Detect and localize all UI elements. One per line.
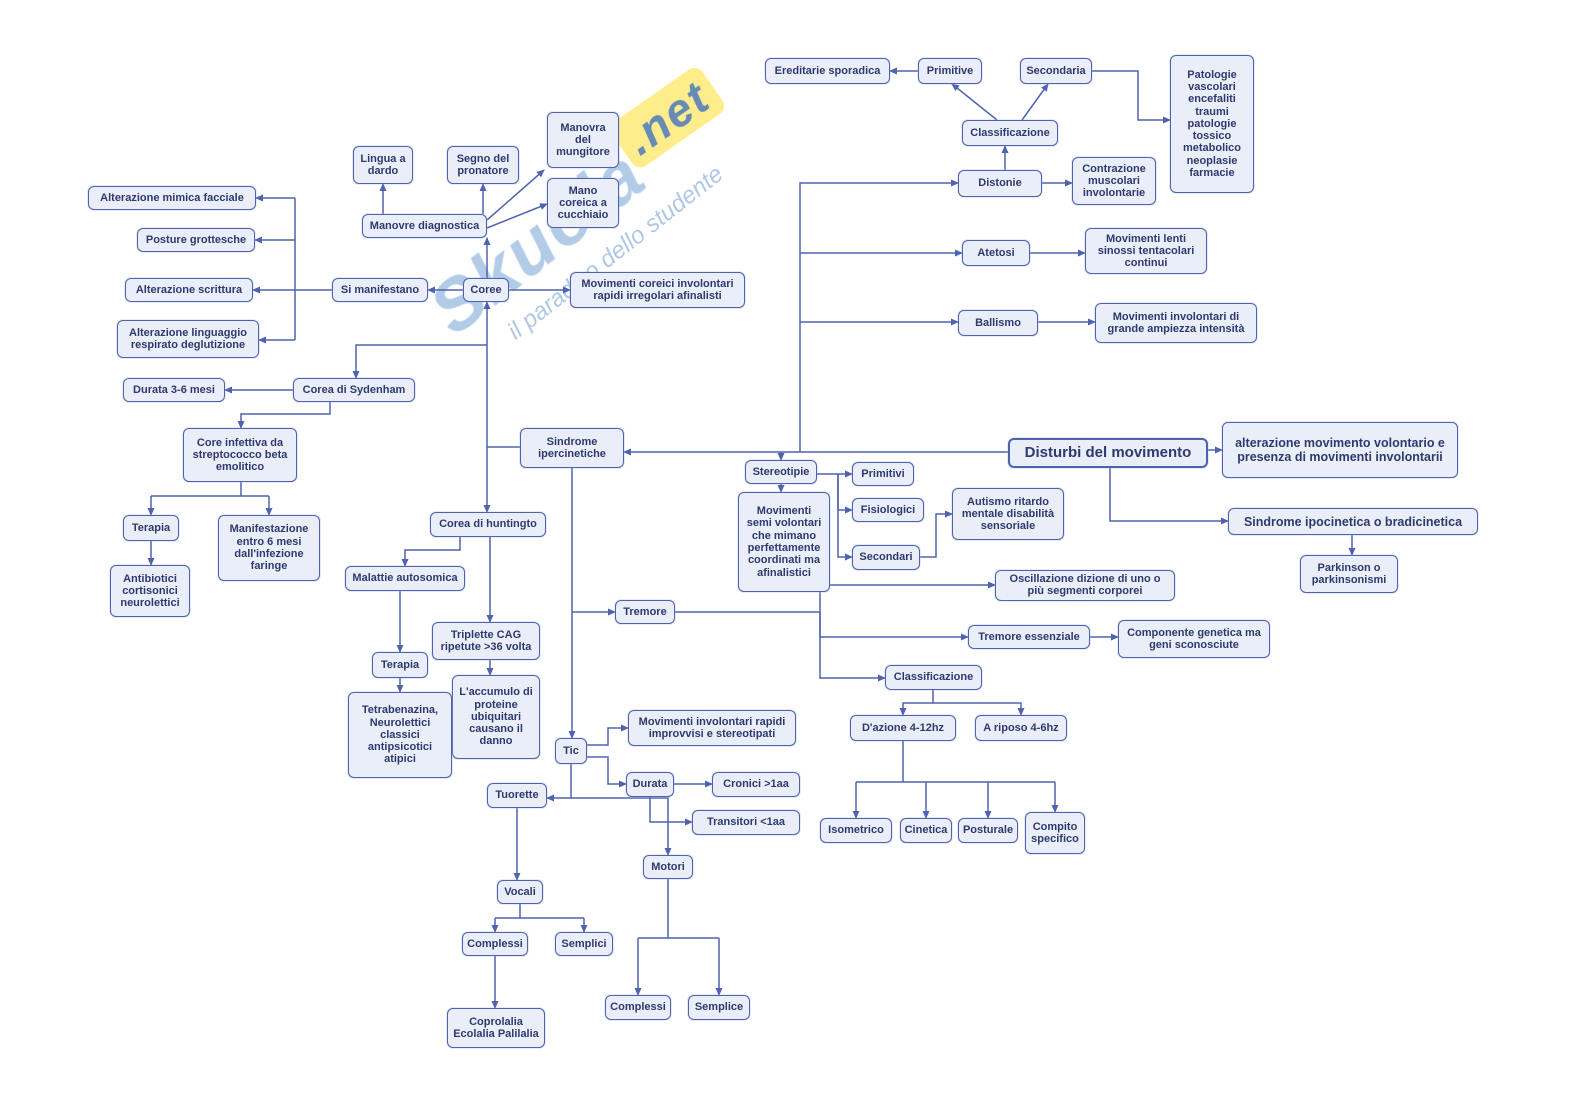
node-movimenti-grande-ampiezza[interactable]: Movimenti involontari di grande ampiezza… [1095, 303, 1257, 343]
node-disturbi-del-movimento[interactable]: Disturbi del movimento [1008, 438, 1208, 468]
node-coree[interactable]: Coree [463, 278, 509, 302]
node-vocali[interactable]: Vocali [497, 880, 543, 904]
node-stereotipie[interactable]: Stereotipie [745, 460, 817, 484]
node-autismo[interactable]: Autismo ritardo mentale disabilità senso… [952, 488, 1064, 540]
node-terapia-huntingto[interactable]: Terapia [372, 652, 428, 678]
edge-connector [1109, 468, 1229, 525]
node-antibiotici[interactable]: Antibiotici cortisonici neurolettici [110, 565, 190, 617]
node-secondari[interactable]: Secondari [852, 545, 920, 570]
edge-connector [486, 203, 548, 229]
node-componente-genetica[interactable]: Componente genetica ma geni sconosciute [1118, 620, 1270, 658]
edge-connector [571, 797, 672, 856]
node-ereditarie-sporadica[interactable]: Ereditarie sporadica [765, 58, 890, 84]
edge-connector [237, 402, 331, 429]
node-compito-specifico[interactable]: Compito specifico [1025, 812, 1085, 854]
node-a-riposo[interactable]: A riposo 4-6hz [975, 715, 1067, 741]
edge-connector [486, 169, 545, 221]
node-isometrico[interactable]: Isometrico [820, 818, 892, 843]
edge-connector [951, 83, 998, 121]
node-semplice-motori[interactable]: Semplice [688, 995, 750, 1020]
edge-connector [649, 797, 693, 826]
edge-connector [819, 612, 886, 682]
node-posture-grottesche[interactable]: Posture grottesche [137, 228, 255, 252]
edge-connector [352, 344, 487, 379]
edge-connector [920, 510, 953, 558]
node-coprolalia[interactable]: Coprolalia Ecolalia Palilalia [447, 1008, 545, 1048]
node-alterazione-movimento[interactable]: alterazione movimento volontario e prese… [1222, 422, 1458, 478]
edge-connector [799, 179, 959, 452]
node-movimenti-semi-volontari[interactable]: Movimenti semi volontari che mimano perf… [738, 492, 830, 592]
node-movimenti-lenti[interactable]: Movimenti lenti sinossi tentacolari cont… [1085, 228, 1207, 274]
node-corea-sydenham[interactable]: Corea di Sydenham [293, 378, 415, 402]
node-motori[interactable]: Motori [643, 855, 693, 879]
node-manovra-mungitore[interactable]: Manovra del mungitore [547, 112, 619, 168]
node-oscillazione[interactable]: Oscillazione dizione di uno o più segmen… [995, 570, 1175, 601]
node-classificazione-distonie[interactable]: Classificazione [962, 120, 1058, 146]
node-parkinson[interactable]: Parkinson o parkinsonismi [1300, 555, 1398, 593]
node-terapia-sydenham[interactable]: Terapia [123, 515, 179, 541]
edge-connector [1021, 83, 1049, 121]
node-tremore[interactable]: Tremore [615, 600, 675, 624]
node-corea-huntingto[interactable]: Corea di huntingto [430, 512, 546, 537]
node-cronici[interactable]: Cronici >1aa [712, 772, 800, 797]
node-tremore-essenziale[interactable]: Tremore essenziale [968, 625, 1090, 649]
node-triplette-cag[interactable]: Triplette CAG ripetute >36 volta [432, 622, 540, 660]
node-malattie-autosomica[interactable]: Malattie autosomica [345, 566, 465, 591]
node-core-infettiva[interactable]: Core infettiva da streptococco beta emol… [183, 428, 297, 482]
edge-connector [401, 537, 461, 567]
edge-connector [933, 702, 1025, 716]
node-mano-coreica[interactable]: Mano coreica a cucchiaio [547, 178, 619, 228]
edge-connector [899, 690, 934, 716]
node-tic[interactable]: Tic [555, 738, 587, 764]
node-atetosi[interactable]: Atetosi [962, 240, 1030, 266]
edge-connector [1092, 70, 1171, 124]
node-alterazione-scrittura[interactable]: Alterazione scrittura [125, 278, 253, 302]
node-patologie[interactable]: Patologie vascolari encefaliti traumi pa… [1170, 55, 1254, 193]
node-cinetica[interactable]: Cinetica [900, 818, 952, 843]
edge-connector [837, 474, 853, 561]
node-complessi-motori[interactable]: Complessi [605, 995, 671, 1020]
node-contrazione-muscolari[interactable]: Contrazione muscolari involontarie [1072, 157, 1156, 205]
node-movimenti-coreici[interactable]: Movimenti coreici involontari rapidi irr… [570, 272, 745, 308]
node-sindrome-ipercinetiche[interactable]: Sindrome ipercinetiche [520, 428, 624, 468]
node-lingua-a-dardo[interactable]: Lingua a dardo [353, 146, 413, 184]
edge-connector [587, 724, 629, 746]
node-primitive[interactable]: Primitive [918, 58, 982, 84]
node-alterazione-linguaggio[interactable]: Alterazione linguaggio respirato degluti… [117, 320, 259, 358]
node-dazione[interactable]: D'azione 4-12hz [850, 715, 956, 741]
node-fisiologici[interactable]: Fisiologici [852, 498, 924, 522]
node-manifestazione[interactable]: Manifestazione entro 6 mesi dall'infezio… [218, 515, 320, 581]
node-distonie[interactable]: Distonie [958, 170, 1042, 197]
node-posturale[interactable]: Posturale [958, 818, 1018, 843]
node-alterazione-mimica[interactable]: Alterazione mimica facciale [88, 186, 256, 210]
node-manovre-diagnostica[interactable]: Manovre diagnostica [362, 214, 487, 238]
node-secondaria[interactable]: Secondaria [1020, 58, 1092, 84]
node-durata-3-6-mesi[interactable]: Durata 3-6 mesi [123, 378, 225, 402]
node-movimenti-rapidi[interactable]: Movimenti involontari rapidi improvvisi … [628, 710, 796, 746]
node-durata-tic[interactable]: Durata [626, 772, 674, 797]
node-ballismo[interactable]: Ballismo [958, 310, 1038, 336]
node-transitori[interactable]: Transitori <1aa [692, 810, 800, 835]
node-complessi-vocali[interactable]: Complessi [462, 932, 528, 956]
node-tuorette[interactable]: Tuorette [487, 783, 547, 808]
edge-connector [587, 756, 627, 788]
node-primitivi[interactable]: Primitivi [852, 462, 914, 486]
node-classificazione-tremore[interactable]: Classificazione [885, 665, 982, 690]
node-si-manifestano[interactable]: Si manifestano [332, 278, 428, 302]
node-sindrome-ipocinetica[interactable]: Sindrome ipocinetica o bradicinetica [1228, 508, 1478, 535]
node-tetrabenazina[interactable]: Tetrabenazina, Neurolettici classici ant… [348, 692, 452, 778]
node-accumulo-proteine[interactable]: L'accumulo di proteine ubiquitari causan… [452, 675, 540, 759]
node-segno-pronatore[interactable]: Segno del pronatore [447, 146, 519, 184]
node-semplici-vocali[interactable]: Semplici [555, 932, 613, 956]
